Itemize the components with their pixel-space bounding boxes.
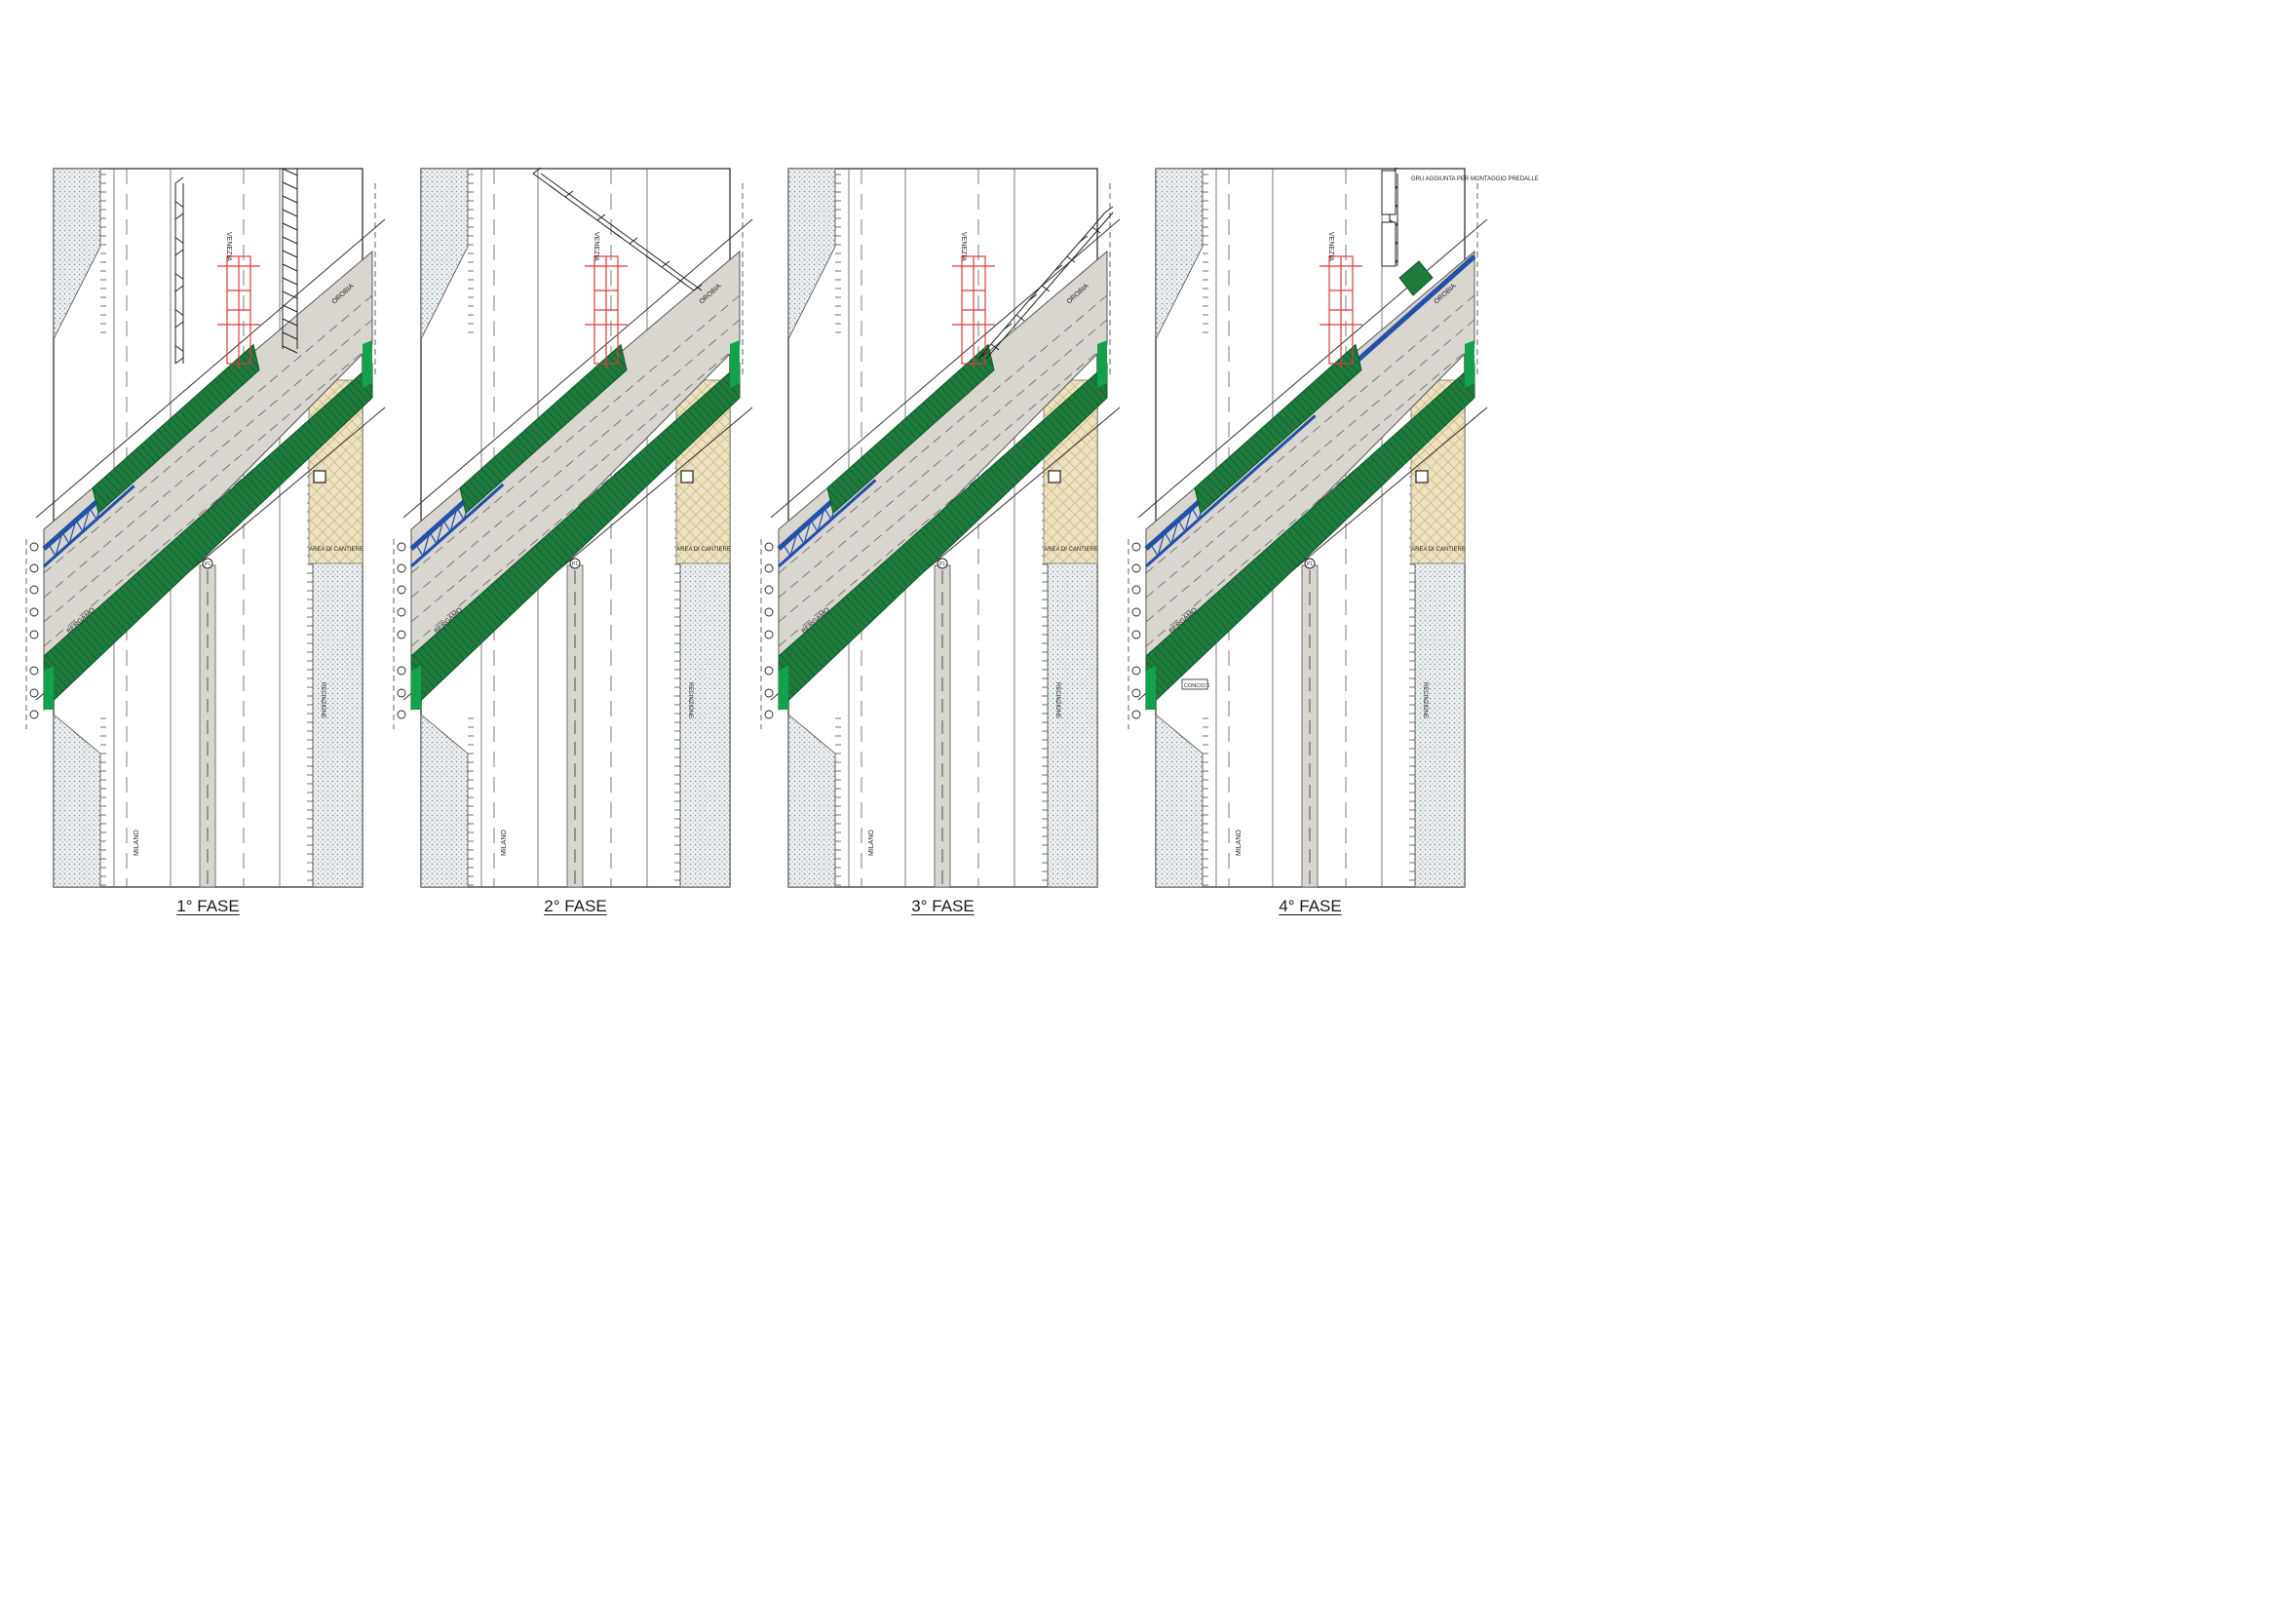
pier-label: P1 — [572, 561, 578, 567]
embankment-left-top — [420, 168, 469, 340]
phase-panel-2: AREA DI CANTIEREP1MILANOVENEZIABERGAMOOR… — [393, 167, 753, 888]
ruler-left — [468, 174, 474, 886]
deck-green-segment — [826, 343, 995, 515]
segment-tag: CONCIO 1 — [1184, 683, 1210, 689]
edge-green-left — [411, 666, 421, 710]
phase-panel-4: AREA DI CANTIEREP1MILANOVENEZIABERGAMOOR… — [1128, 167, 1539, 888]
verge-right — [679, 560, 731, 888]
deck-end-bright — [363, 340, 372, 388]
site-gate — [313, 470, 326, 483]
crane-note: GRU AGGIUNTA PER MONTAGGIO PREDALLE — [1411, 176, 1539, 182]
direction-label-milano: MILANO — [868, 830, 875, 856]
ruler-left — [100, 174, 106, 886]
embankment-left-bottom — [420, 714, 469, 888]
deck-edge-line-top — [35, 218, 386, 519]
deck-edge-line-top — [770, 218, 1121, 519]
deck-end-bright — [1097, 340, 1107, 388]
fence-label: RECINZIONE — [1422, 682, 1428, 718]
edge-green-left — [1146, 666, 1156, 710]
pier-marker — [937, 558, 948, 569]
phase-panel-1: AREA DI CANTIEREP1MILANOVENEZIABERGAMOOR… — [25, 168, 386, 888]
phase-panel-3: AREA DI CANTIEREP1MILANOVENEZIABERGAMOOR… — [760, 168, 1121, 888]
ruler-left — [1203, 174, 1208, 886]
axis-markers — [29, 542, 39, 719]
pier-label: P1 — [1307, 561, 1313, 567]
phase-caption-1: 1° FASE — [176, 897, 240, 915]
pier-marker — [1304, 558, 1316, 569]
axis-markers — [1131, 542, 1141, 719]
deck-dashed-lines — [410, 294, 741, 647]
deck-end-bright — [730, 340, 740, 388]
crane-red — [952, 255, 995, 368]
fence-label: RECINZIONE — [1054, 682, 1060, 718]
site-area-label: AREA DI CANTIERE — [1044, 547, 1098, 553]
pier-marker — [202, 558, 213, 569]
verge-right — [1047, 560, 1098, 888]
deck-dashed-lines — [1145, 294, 1475, 647]
deck-green-segment — [1194, 343, 1362, 515]
girder-bracing — [415, 495, 472, 557]
ruler-right — [674, 467, 680, 881]
steel-girder-blue-lower — [43, 484, 135, 568]
direction-label-milano: MILANO — [1236, 830, 1243, 856]
phase-caption-3: 3° FASE — [911, 897, 975, 915]
deck-green-block — [1398, 260, 1434, 296]
direction-label-venezia: VENEZIA — [1327, 232, 1334, 261]
segment-tag-box — [1181, 678, 1208, 690]
direction-label-venezia: VENEZIA — [960, 232, 967, 261]
phase-caption-4: 4° FASE — [1279, 897, 1342, 915]
edge-green-left — [44, 666, 54, 710]
site-area-label: AREA DI CANTIERE — [309, 547, 364, 553]
crane-red — [217, 255, 260, 368]
direction-label-milano: MILANO — [134, 830, 140, 856]
steel-girder-blue-lower — [410, 483, 505, 568]
phase-caption-2: 2° FASE — [544, 897, 607, 915]
steel-girder-blue-lower — [1145, 414, 1317, 568]
axis-markers — [764, 542, 774, 719]
axis-markers — [397, 542, 406, 719]
deck-edge-line-top — [1137, 218, 1488, 519]
verge-right — [312, 560, 364, 888]
crane-red — [585, 255, 628, 368]
ruler-left — [835, 174, 841, 886]
ruler-right — [1042, 467, 1048, 881]
embankment-left-bottom — [1155, 714, 1204, 888]
deck-green-segment — [459, 343, 628, 515]
embankment-left-bottom — [53, 714, 101, 888]
crane-truck-trailer — [1381, 221, 1397, 267]
lattice-boom — [174, 168, 298, 365]
lattice-boom — [532, 167, 703, 291]
embankment-left-top — [53, 168, 101, 340]
site-area-label: AREA DI CANTIERE — [1411, 547, 1466, 553]
embankment-left-top — [787, 168, 836, 340]
pier-label: P1 — [205, 561, 210, 567]
direction-label-milano: MILANO — [501, 830, 508, 856]
site-area-label: AREA DI CANTIERE — [676, 547, 731, 553]
site-gate — [1048, 470, 1061, 483]
pier-label: P1 — [939, 561, 945, 567]
deck-end-bright — [1465, 340, 1474, 388]
edge-green-left — [779, 666, 788, 710]
crane-red — [1320, 255, 1362, 368]
verge-right — [1414, 560, 1466, 888]
crane-truck — [1381, 170, 1397, 215]
direction-label-venezia: VENEZIA — [225, 232, 232, 261]
site-gate — [1415, 470, 1429, 483]
steel-girder-blue-lower — [778, 479, 877, 568]
pier-marker — [569, 558, 581, 569]
fence-label: RECINZIONE — [320, 682, 325, 718]
lattice-boom — [977, 206, 1114, 360]
deck-edge-line-top — [402, 218, 753, 519]
fence-label: RECINZIONE — [687, 682, 693, 718]
deck-dashed-lines — [43, 294, 373, 647]
deck-green-segment — [92, 343, 260, 515]
site-gate — [680, 470, 694, 483]
embankment-left-bottom — [787, 714, 836, 888]
direction-label-venezia: VENEZIA — [593, 232, 599, 261]
embankment-left-top — [1155, 168, 1204, 340]
deck-dashed-lines — [778, 294, 1108, 647]
